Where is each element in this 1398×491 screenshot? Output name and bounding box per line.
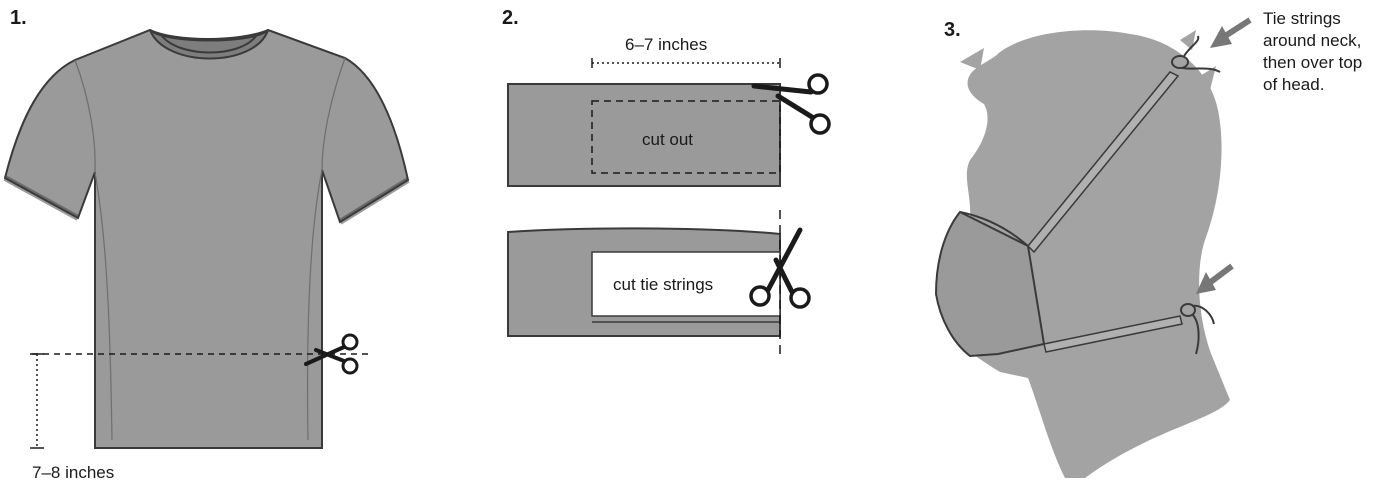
tie-note: Tie strings around neck, then over top o…	[1263, 9, 1367, 94]
scissors-icon	[304, 333, 359, 375]
fabric-measure-label: 6–7 inches	[625, 35, 707, 54]
t-shirt-collar	[149, 29, 269, 60]
scissors-icon	[751, 73, 831, 135]
step-2-number: 2.	[502, 7, 519, 29]
tie-strings-cut-region	[591, 251, 781, 317]
cut-tie-strings-label: cut tie strings	[613, 275, 713, 294]
arrow-top-icon	[1210, 17, 1252, 48]
t-shirt-body	[3, 28, 410, 449]
cut-out-region	[591, 100, 781, 174]
step-3-panel: 3. Tie s	[934, 9, 1367, 478]
cut-out-label: cut out	[642, 130, 693, 149]
knot-top	[1171, 35, 1221, 73]
step-2-panel: 2. 6–7 inches cut out cut tie strings	[502, 7, 831, 360]
knot-bottom	[1180, 303, 1215, 355]
mask-top-strap	[1026, 71, 1180, 254]
step-1-panel: 1. 7	[3, 7, 410, 482]
mask-bottom-strap	[1043, 315, 1183, 353]
fabric-measure	[591, 58, 781, 68]
scissors-icon	[749, 227, 811, 309]
step-1-number: 1.	[10, 7, 27, 29]
hair-tufts	[960, 30, 1216, 90]
t-shirt-measure-label: 7–8 inches	[32, 463, 114, 482]
t-shirt-measure	[30, 353, 44, 449]
t-shirt-illustration	[3, 28, 410, 449]
step-3-number: 3.	[944, 19, 961, 41]
arrow-bottom-icon	[1196, 263, 1234, 294]
head-silhouette	[948, 30, 1230, 478]
face-mask	[934, 210, 1046, 358]
